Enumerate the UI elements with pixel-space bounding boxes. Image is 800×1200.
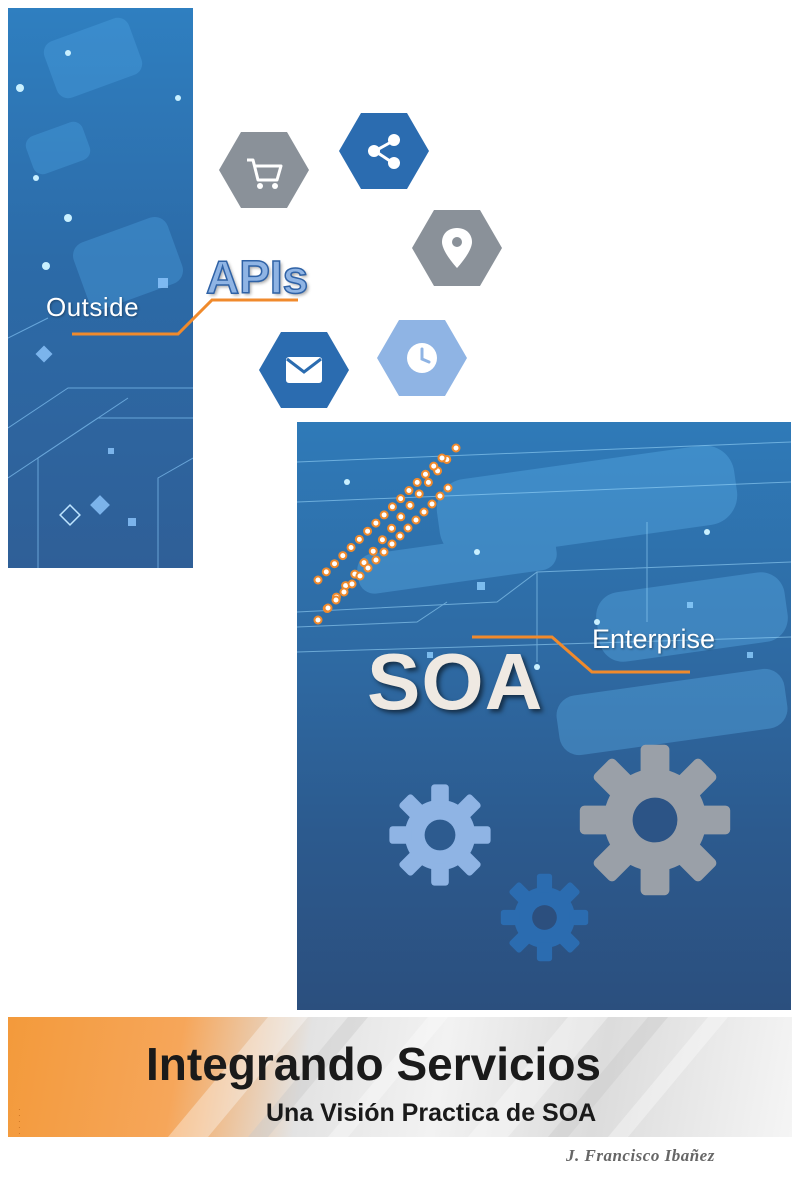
circuit-background [8,17,193,568]
gear-icon [579,744,731,896]
soa-label: SOA [367,637,544,726]
right-tech-panel [297,422,791,1010]
banner-dots: ····· [18,1105,21,1138]
gear-icon [500,873,589,962]
clock-icon [377,318,467,398]
shopping-cart-icon [219,130,309,210]
enterprise-label: Enterprise [592,624,716,654]
gear-icon [389,784,491,886]
book-subtitle: Una Visión Practica de SOA [266,1099,597,1127]
location-pin-icon [412,208,502,288]
share-icon [339,111,429,191]
book-title: Integrando Servicios [146,1038,602,1090]
left-tech-panel: Outside [8,8,193,568]
title-banner: ····· Integrando Servicios Una Visión Pr… [8,1017,792,1137]
author-name: J. Francisco Ibañez [566,1146,715,1165]
outside-label: Outside [46,292,140,322]
banner-stripes [168,1017,728,1137]
apis-label: APIs [205,250,309,304]
envelope-icon [259,330,349,410]
